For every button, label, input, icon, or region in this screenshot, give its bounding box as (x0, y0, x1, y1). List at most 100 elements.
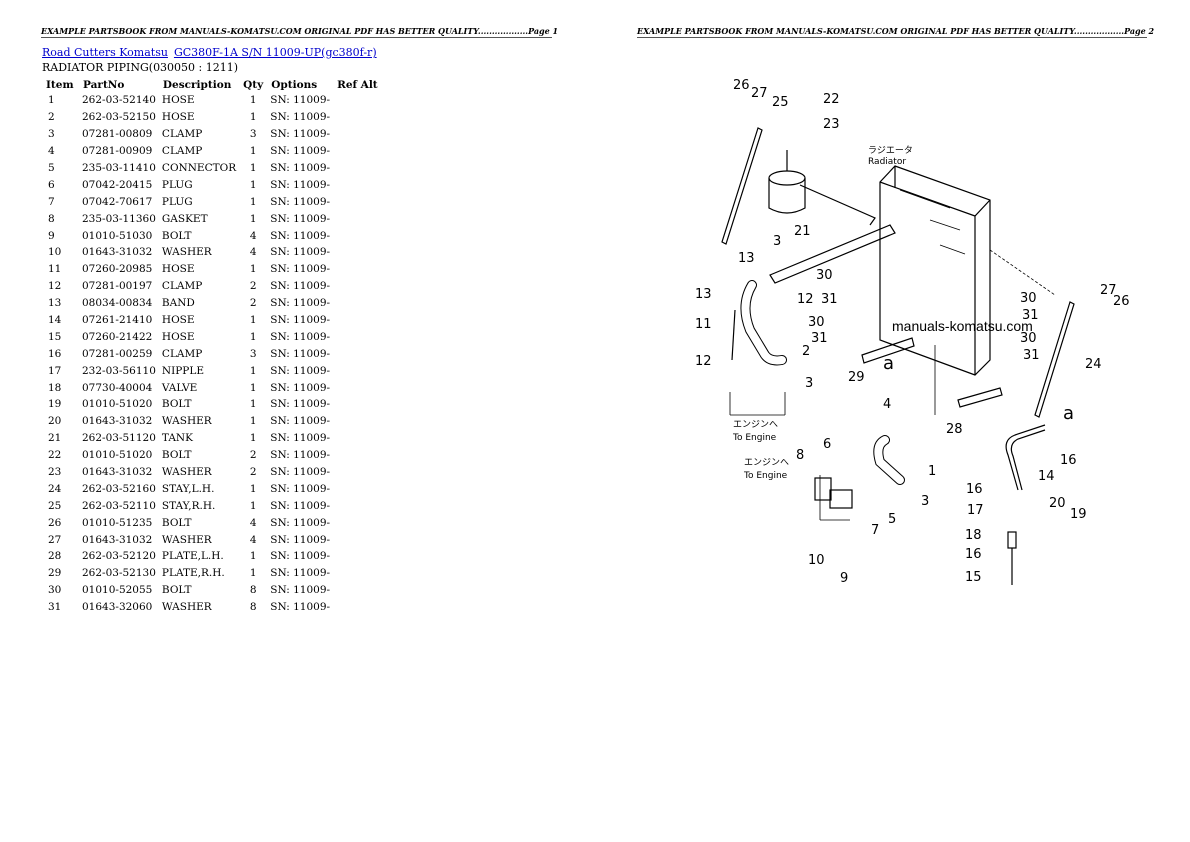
callout-16-low: 16 (965, 547, 982, 562)
cell-qty: 1 (249, 398, 257, 411)
cell-desc: HOSE (161, 111, 195, 124)
cell-qty: 1 (249, 145, 257, 158)
cell-desc: PLUG (161, 178, 193, 191)
cell-desc: BOLT (161, 398, 192, 411)
cell-item: 31 (48, 601, 62, 614)
col-header-partno: PartNo (83, 78, 125, 91)
cell-part: 232-03-56110 (82, 364, 156, 377)
cell-item: 7 (48, 195, 55, 208)
cell-desc: BOLT (161, 449, 192, 462)
cell-ref-alt (333, 413, 382, 430)
cell-desc: WASHER (161, 415, 212, 428)
breadcrumb-link-model[interactable]: GC380F-1A S/N 11009-UP(gc380f-r) (173, 46, 377, 59)
to-engine-label-jp-2: エンジンへ (744, 458, 789, 468)
cell-opt: SN: 11009- (270, 499, 331, 512)
cell-part: 07260-20985 (82, 263, 153, 276)
marker-a-left: a (883, 353, 894, 374)
cell-ref-alt (333, 176, 382, 193)
callout-28: 28 (946, 422, 963, 437)
cell-part: 07042-70617 (82, 195, 153, 208)
cell-item: 20 (48, 415, 62, 428)
cell-item: 17 (48, 364, 62, 377)
cell-part: 01643-32060 (82, 601, 153, 614)
cell-desc: WASHER (161, 246, 212, 259)
cell-part: 01010-51020 (82, 398, 153, 411)
diagram-callouts: 1 2 3 3 3 4 5 6 7 8 9 10 11 12 12 13 13 … (695, 78, 1130, 586)
callout-3-low: 3 (921, 494, 929, 509)
cell-qty: 1 (249, 195, 257, 208)
cell-ref-alt (333, 143, 382, 160)
cell-qty: 4 (249, 533, 257, 546)
callout-3-mid: 3 (805, 376, 813, 391)
callout-30-d: 30 (1020, 331, 1037, 346)
cell-desc: CLAMP (161, 280, 203, 293)
callout-24: 24 (1085, 357, 1102, 372)
callout-30-a: 30 (816, 268, 833, 283)
cell-part: 01010-52055 (82, 584, 153, 597)
cell-opt: SN: 11009- (270, 212, 331, 225)
cell-ref-alt (333, 312, 382, 329)
cell-part: 235-03-11410 (82, 162, 156, 174)
cell-part: 01010-51235 (82, 516, 153, 529)
to-engine-label-jp-1: エンジンへ (733, 420, 778, 430)
cell-opt: SN: 11009- (270, 398, 331, 411)
diagram-drawing (721, 127, 1075, 585)
col-header-options: Options (271, 78, 318, 91)
cell-desc: PLUG (161, 195, 193, 208)
callout-31-b: 31 (811, 331, 828, 346)
cell-qty: 1 (249, 415, 257, 428)
cell-desc: HOSE (161, 263, 195, 276)
callout-12-low: 12 (695, 354, 712, 369)
cell-ref-alt (333, 227, 382, 244)
cell-item: 28 (48, 550, 62, 563)
cell-ref-alt (333, 497, 382, 514)
cell-qty: 4 (249, 229, 257, 242)
cell-item: 9 (48, 229, 55, 242)
cell-desc: STAY,L.H. (161, 482, 215, 495)
callout-21: 21 (794, 224, 811, 239)
cell-item: 25 (48, 499, 62, 512)
callout-16-right: 16 (1060, 453, 1077, 468)
cell-desc: BOLT (161, 229, 192, 242)
cell-qty: 1 (249, 432, 257, 445)
breadcrumb-link-road-cutters[interactable]: Road Cutters Komatsu (42, 46, 168, 59)
cell-item: 26 (48, 516, 62, 529)
cell-item: 11 (48, 263, 62, 276)
cell-opt: SN: 11009- (270, 195, 331, 208)
table-header-row: Item PartNo Description Qty Options Ref … (42, 77, 382, 92)
cell-item: 13 (48, 297, 62, 310)
cell-part: 07261-21410 (82, 314, 153, 327)
breadcrumb: Road Cutters Komatsu GC380F-1A S/N 11009-… (42, 46, 377, 59)
radiator-piping-diagram: 1 2 3 3 3 4 5 6 7 8 9 10 11 12 12 13 13 … (695, 78, 1130, 586)
cell-item: 16 (48, 347, 62, 360)
callout-15: 15 (965, 570, 982, 585)
callout-27-right: 27 (1100, 283, 1117, 298)
cell-item: 29 (48, 567, 62, 580)
table-row: 7 07042-70617 PLUG 1 SN: 11009- (42, 193, 382, 210)
cell-item: 24 (48, 482, 62, 495)
cell-ref-alt (333, 464, 382, 481)
cell-desc: BOLT (161, 516, 192, 529)
callout-17: 17 (967, 503, 984, 518)
cell-opt: SN: 11009- (270, 162, 331, 174)
cell-part: 07281-00909 (82, 145, 153, 158)
cell-item: 2 (48, 111, 55, 124)
cell-item: 15 (48, 330, 62, 343)
cell-part: 262-03-52150 (82, 111, 156, 124)
callout-2: 2 (802, 344, 810, 359)
cell-part: 01643-31032 (82, 246, 153, 259)
cell-opt: SN: 11009- (270, 516, 331, 529)
cell-part: 07281-00809 (82, 128, 153, 141)
cell-item: 3 (48, 128, 55, 141)
callout-4: 4 (883, 397, 891, 412)
cell-item: 27 (48, 533, 62, 546)
